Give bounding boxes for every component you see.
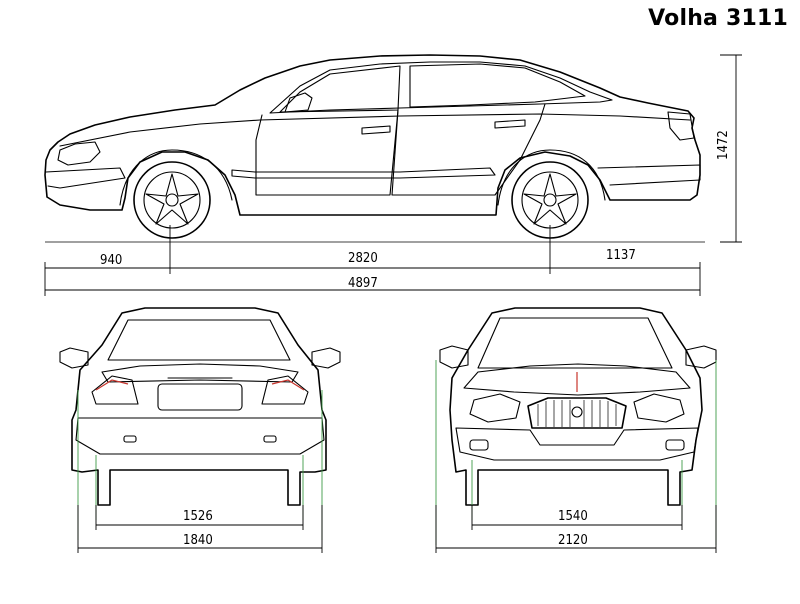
- front-right-mirror: [685, 345, 717, 369]
- rear-license-plate: [157, 383, 243, 411]
- front-grille: [527, 397, 627, 429]
- rear-overhang-label: 1137: [606, 248, 636, 263]
- height-label: 1472: [716, 130, 731, 160]
- front-wheel: [133, 161, 211, 239]
- rear-bumper: [75, 417, 325, 455]
- side-front-window: [279, 65, 401, 113]
- side-view: [44, 54, 705, 243]
- rear-right-taillight: [261, 375, 309, 405]
- rear-left-mirror: [59, 347, 89, 369]
- front-width-label: 2120: [558, 533, 588, 548]
- front-overhang-label: 940: [100, 253, 122, 268]
- front-bumper: [455, 427, 699, 461]
- rear-window: [107, 319, 291, 361]
- front-dimensions: 1540 2120: [435, 505, 717, 553]
- rear-view: [59, 307, 341, 540]
- rear-track-label: 1526: [183, 509, 213, 524]
- side-rear-bumper: [597, 164, 701, 186]
- side-mirror: [284, 92, 313, 113]
- front-fog-light-right: [665, 439, 685, 451]
- side-dimensions: 940 2820 1137 4897 1472: [44, 54, 742, 296]
- rear-body-outline: [71, 307, 327, 506]
- rear-left-taillight-marker: [95, 379, 129, 391]
- front-track-label: 1540: [558, 509, 588, 524]
- side-character-line: [59, 113, 691, 147]
- side-front-door: [255, 109, 399, 196]
- rear-door-handle: [494, 119, 526, 129]
- rear-dimensions: 1526 1840: [77, 505, 323, 553]
- rear-reflector-right: [263, 435, 277, 443]
- side-body-outline: [44, 54, 701, 216]
- side-headlight: [57, 141, 101, 166]
- rear-reflector-left: [123, 435, 137, 443]
- front-door-handle: [361, 125, 391, 135]
- front-grille-bars: [537, 400, 617, 427]
- rear-wheel-arch: [497, 149, 606, 206]
- wheelbase-label: 2820: [348, 251, 378, 266]
- side-front-bumper: [45, 167, 126, 189]
- front-hood: [463, 363, 691, 396]
- front-body-outline: [449, 307, 703, 506]
- front-wheel-arch: [119, 149, 233, 206]
- side-taillight: [667, 111, 695, 141]
- overall-length-label: 4897: [348, 276, 378, 291]
- model-title: Volha 3111: [648, 6, 788, 31]
- rear-width-label: 1840: [183, 533, 213, 548]
- front-windshield: [477, 317, 673, 369]
- side-molding: [231, 167, 496, 179]
- front-left-mirror: [439, 345, 469, 369]
- rear-trunk-lid: [101, 363, 299, 383]
- front-left-headlight: [469, 393, 521, 423]
- front-right-headlight: [633, 393, 685, 423]
- side-rear-door: [391, 103, 546, 196]
- rear-right-mirror: [311, 347, 341, 369]
- side-rear-window: [409, 63, 586, 108]
- rear-right-taillight-marker: [271, 379, 305, 391]
- side-window-frame: [269, 61, 613, 114]
- front-fog-light-left: [469, 439, 489, 451]
- rear-left-taillight: [91, 375, 139, 405]
- front-grille-badge: [571, 406, 583, 418]
